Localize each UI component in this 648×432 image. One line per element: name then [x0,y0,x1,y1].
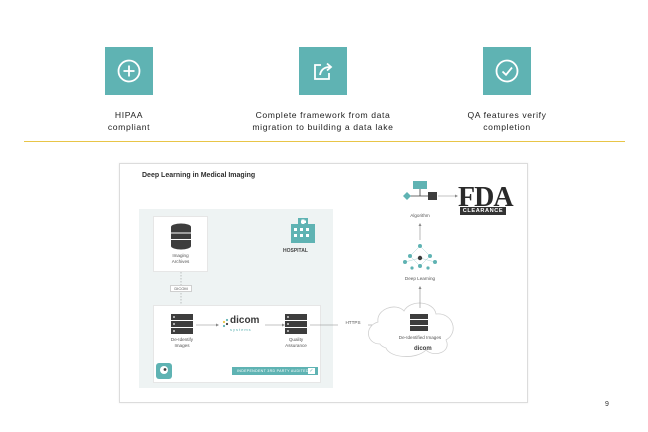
check-icon: ✓ [308,368,315,374]
feature-hipaa: HIPAA compliant [44,47,214,133]
feature-caption: Complete framework from data migration t… [252,110,394,132]
plus-circle-icon [105,47,153,95]
dicom-logo-word: dicom [230,315,260,326]
page-number: 9 [605,401,609,408]
feature-caption: QA features verify completion [467,110,547,132]
feature-caption: HIPAA compliant [107,110,151,132]
check-circle-icon [483,47,531,95]
cloud-dicom-logo: dicom [414,346,432,352]
audit-badge: INDEPENDENT 3RD PARTY AUDITED [232,367,318,375]
label-quality-assurance: Quality Assurance [285,337,307,348]
label-https: HTTPS [338,320,368,326]
feature-qa: QA features verify completion [422,47,592,133]
label-imaging-archives: Imaging Archives [171,253,190,264]
label-algorithm: Algorithm [410,213,430,218]
divider-line [24,141,625,142]
label-dicom-connector: DICOM [170,285,192,292]
feature-framework: Complete framework from data migration t… [238,47,408,133]
fda-clearance-label: CLEARANCE [460,207,506,215]
dicom-logo-sub: systems [230,327,252,332]
label-hospital: HOSPITAL [283,248,308,254]
label-deidentified-images: De-Identified Images [398,335,442,340]
share-export-icon [299,47,347,95]
diagram-title: Deep Learning in Medical Imaging [142,172,256,179]
label-deidentify: De-Identify Images [170,337,194,348]
label-deep-learning: Deep Learning [404,276,436,281]
